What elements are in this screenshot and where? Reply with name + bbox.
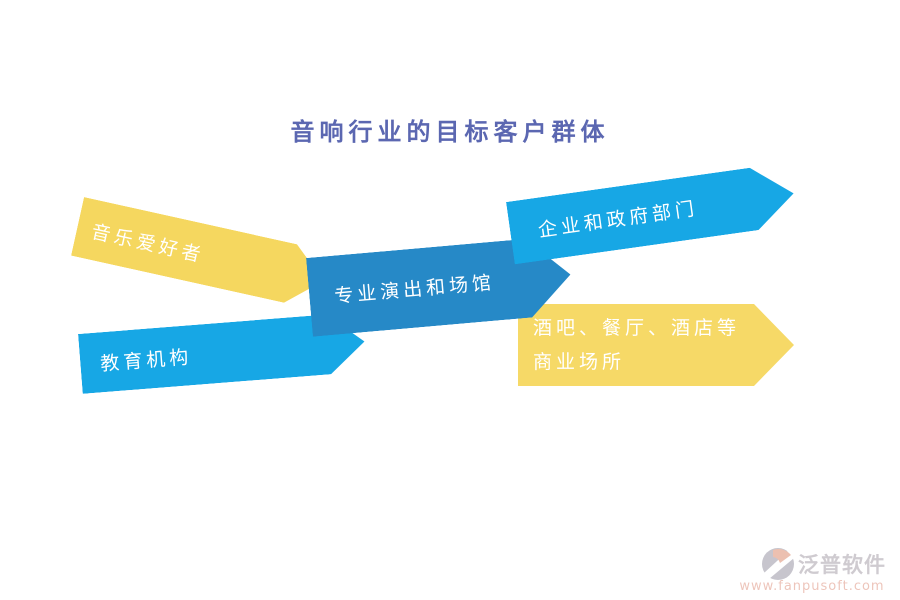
- fanpu-logo-icon: [761, 547, 795, 581]
- banner-enterprise-and-government: 企业和政府部门: [506, 162, 798, 264]
- banner-enterprise-and-government-label: 企业和政府部门: [536, 197, 700, 242]
- banner-commercial-places-line2: 商业场所: [533, 351, 626, 373]
- banner-professional-performance-and-venues-label: 专业演出和场馆: [333, 271, 496, 308]
- banner-commercial-places: 酒吧、餐厅、酒店等 商业场所: [518, 304, 794, 386]
- diagram-title: 音响行业的目标客户群体: [290, 118, 610, 146]
- fanpu-brand-text: 泛普软件: [798, 553, 886, 577]
- fanpu-url-text: www.fanpusoft.com: [739, 579, 885, 594]
- banner-music-lovers-label: 音乐爱好者: [89, 220, 207, 267]
- banner-commercial-places-line1: 酒吧、餐厅、酒店等: [533, 317, 741, 339]
- fanpu-watermark: 泛普软件 www.fanpusoft.com: [732, 547, 892, 594]
- banner-music-lovers: 音乐爱好者: [71, 197, 330, 310]
- banner-education-institutions-label: 教育机构: [99, 345, 194, 375]
